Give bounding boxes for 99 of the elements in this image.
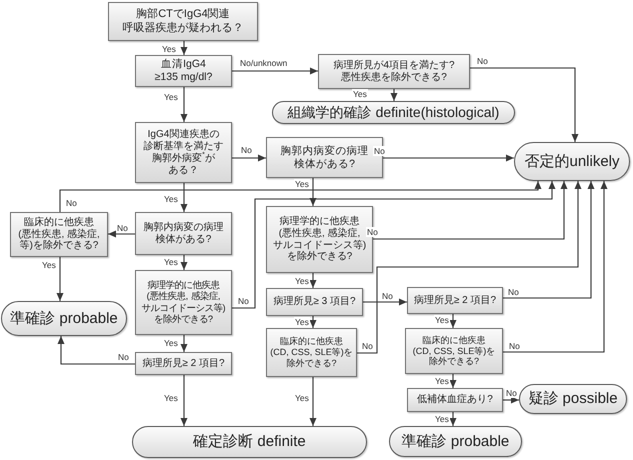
arrow bbox=[503, 181, 608, 353]
arrow bbox=[180, 87, 188, 122]
question-text: 病理学的に他疾患(悪性疾患, 感染症, サルコイドーシス等)を除外できる? bbox=[141, 280, 226, 325]
edge-label: Yes bbox=[163, 194, 179, 204]
outcome-text: 準確診 probable bbox=[402, 432, 510, 450]
decision-box bbox=[405, 328, 503, 374]
arrow bbox=[503, 181, 594, 299]
edge-label: No bbox=[508, 341, 521, 351]
decision-box bbox=[135, 270, 232, 335]
question-text: 病理学的に他疾患(悪性疾患, 感染症, サルコイドーシス等)を除外できる? bbox=[272, 216, 366, 263]
decision-box bbox=[407, 287, 503, 314]
decision-box bbox=[266, 328, 357, 377]
edge-label: No bbox=[366, 227, 379, 237]
question-text: 病理所見が4項目を満たす?悪性疾患を除外できる? bbox=[333, 60, 455, 84]
outcome-terminal bbox=[132, 426, 367, 458]
arrow bbox=[180, 183, 188, 212]
arrow bbox=[383, 154, 514, 162]
outcome-terminal bbox=[272, 101, 515, 124]
decision-box bbox=[135, 352, 232, 375]
edge-label: No bbox=[507, 287, 520, 297]
outcome-terminal bbox=[389, 426, 522, 457]
arrow bbox=[363, 298, 407, 306]
arrow bbox=[310, 178, 316, 206]
question-text: 臨床的に他疾患(CD, CSS, SLE等)を除外できる? bbox=[412, 334, 496, 368]
arrow bbox=[357, 181, 582, 354]
decision-box bbox=[135, 122, 232, 183]
outcome-terminal bbox=[1, 301, 127, 336]
decision-box bbox=[266, 288, 363, 316]
edge-label: No bbox=[476, 56, 489, 66]
arrow bbox=[180, 41, 188, 55]
edge-label: No/unknown bbox=[239, 58, 288, 68]
edge-label: Yes bbox=[163, 257, 179, 267]
edge-label: Yes bbox=[434, 315, 450, 325]
arrow bbox=[232, 154, 266, 162]
arrow bbox=[180, 255, 188, 270]
outcome-text: 疑診 possible bbox=[528, 390, 618, 408]
question-text: 臨床的に他疾患(CD, CSS, SLE等)を除外できる? bbox=[270, 336, 353, 369]
arrow bbox=[180, 375, 188, 426]
edge-label: No bbox=[116, 223, 129, 233]
outcome-text: 確定診断 definite bbox=[193, 433, 306, 451]
edge-label: Yes bbox=[163, 92, 179, 102]
arrow bbox=[232, 181, 556, 309]
arrow bbox=[450, 374, 456, 388]
edge-label: Yes bbox=[294, 276, 310, 286]
arrow bbox=[310, 273, 316, 288]
outcome-terminal bbox=[514, 142, 630, 181]
edge-label: Yes bbox=[294, 393, 310, 403]
question-text: 胸郭内病変の病理検体がある? bbox=[280, 144, 368, 170]
question-text: IgG4関連疾患の診断基準を満たす胸郭外病変$^{*}$がある？ bbox=[144, 128, 224, 176]
question-text: 血清IgG4 ≥135 mg/dl? bbox=[154, 58, 212, 84]
decision-box bbox=[266, 137, 383, 178]
arrow bbox=[450, 314, 456, 328]
arrow bbox=[470, 67, 578, 142]
edge-label: Yes bbox=[41, 260, 57, 270]
question-text: 臨床的に他疾患(悪性疾患, 感染症, 等)を除外できる? bbox=[18, 216, 100, 252]
edge-label: Yes bbox=[294, 179, 310, 189]
arrow bbox=[108, 230, 135, 238]
edge-label: No bbox=[240, 145, 253, 155]
outcome-text: 否定的unlikely bbox=[524, 152, 620, 170]
outcome-text: 準確診 probable bbox=[10, 310, 118, 328]
arrow bbox=[373, 181, 568, 240]
question-text: 病理所見≥ 2 項目? bbox=[142, 358, 225, 370]
outcome-text: 組織学的確診 definite(histological) bbox=[288, 104, 500, 121]
arrow bbox=[450, 412, 456, 426]
question-text: 低補体血症あり? bbox=[417, 394, 493, 406]
edge-label: Yes bbox=[434, 414, 450, 424]
decision-box bbox=[108, 2, 258, 41]
edge-label: Yes bbox=[434, 376, 450, 386]
arrow bbox=[390, 89, 398, 101]
arrow bbox=[59, 181, 542, 212]
edge-label: No bbox=[373, 146, 386, 156]
decision-box bbox=[10, 212, 108, 257]
arrow bbox=[310, 377, 316, 426]
arrow bbox=[58, 336, 135, 365]
decision-box bbox=[135, 212, 232, 255]
question-text: 胸郭内病変の病理検体がある? bbox=[144, 222, 224, 246]
edge-label: No bbox=[505, 388, 518, 398]
decision-box bbox=[135, 55, 232, 87]
outcome-terminal bbox=[519, 384, 627, 414]
decision-box bbox=[407, 388, 503, 412]
decision-box bbox=[318, 54, 470, 89]
edge-label: No bbox=[117, 352, 130, 362]
edge-label: Yes bbox=[163, 393, 179, 403]
edge-label: Yes bbox=[161, 44, 177, 54]
edge-label: No bbox=[237, 296, 250, 306]
arrow bbox=[56, 257, 64, 301]
edge-label: No bbox=[381, 291, 394, 301]
question-text: 胸部CTでIgG4関連呼吸器疾患が疑われる？ bbox=[122, 8, 244, 35]
arrow bbox=[503, 396, 519, 404]
edge-label: Yes bbox=[294, 317, 310, 327]
edge-label: Yes bbox=[163, 338, 179, 348]
arrow bbox=[180, 335, 188, 352]
edge-label: No bbox=[65, 198, 78, 208]
question-text: 病理所見≥ 3 項目? bbox=[273, 296, 356, 308]
edge-label: Yes bbox=[352, 89, 368, 99]
edge-label: No bbox=[361, 341, 374, 351]
arrow bbox=[232, 68, 318, 74]
question-text: 病理所見≥ 2 項目? bbox=[414, 294, 496, 306]
arrow bbox=[310, 316, 316, 328]
